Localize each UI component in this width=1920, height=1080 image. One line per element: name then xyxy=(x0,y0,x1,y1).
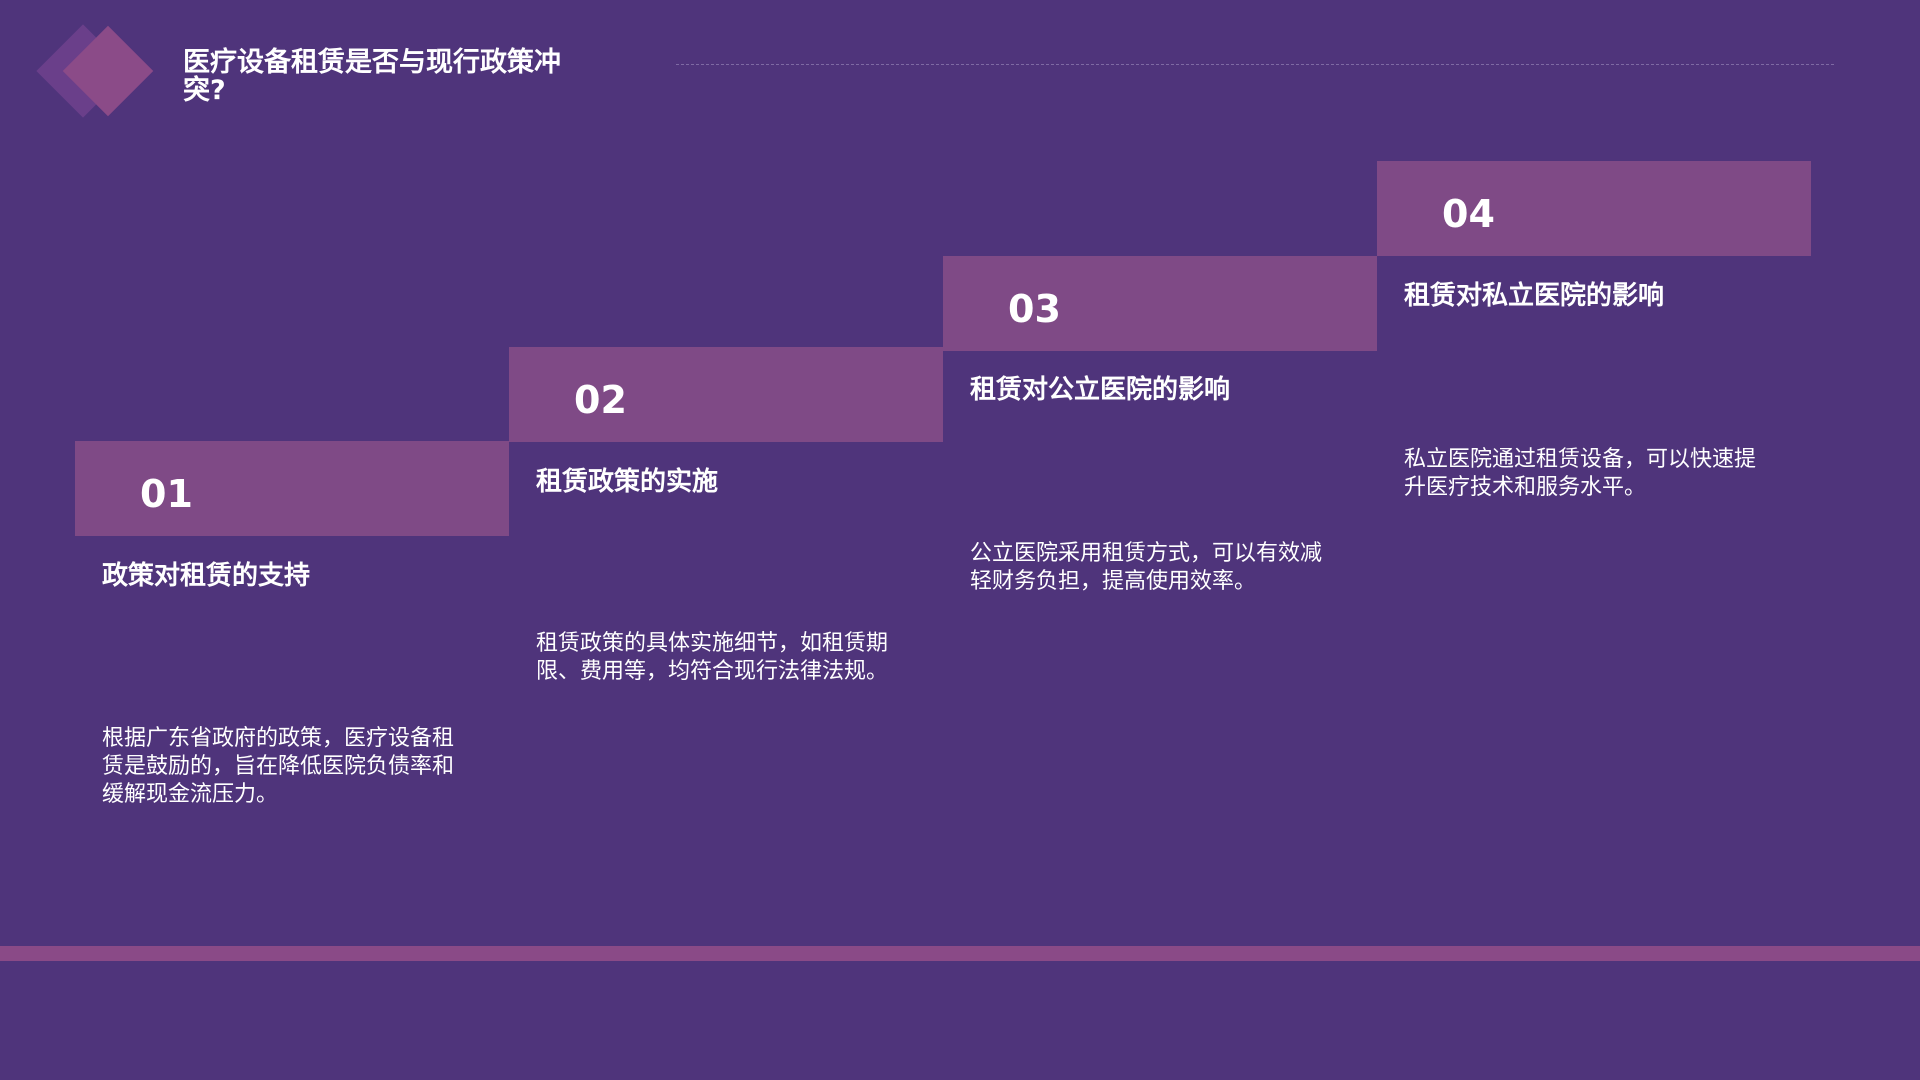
step-01-number: 01 xyxy=(140,472,193,516)
step-04-bar: 04 xyxy=(1377,161,1811,256)
step-02-description: 租赁政策的具体实施细节，如租赁期限、费用等，均符合现行法律法规。 xyxy=(536,631,889,684)
step-02-bar: 02 xyxy=(509,347,943,442)
step-04-heading: 租赁对私立医院的影响 xyxy=(1404,281,1665,311)
step-03-bar: 03 xyxy=(943,256,1377,351)
step-01-heading: 政策对租赁的支持 xyxy=(102,561,311,591)
title-divider xyxy=(676,64,1834,65)
footer-band xyxy=(0,946,1920,961)
step-04-description: 私立医院通过租赁设备，可以快速提升医疗技术和服务水平。 xyxy=(1404,447,1757,500)
step-01-bar: 01 xyxy=(75,441,509,536)
step-03-description: 公立医院采用租赁方式，可以有效减轻财务负担，提高使用效率。 xyxy=(970,541,1323,594)
step-03-number: 03 xyxy=(1008,287,1061,331)
step-03-heading: 租赁对公立医院的影响 xyxy=(970,375,1231,405)
step-04-number: 04 xyxy=(1442,192,1495,236)
slide-title: 医疗设备租赁是否与现行政策冲突? xyxy=(183,47,561,106)
diamond-logo-icon xyxy=(30,20,170,130)
step-01-description: 根据广东省政府的政策，医疗设备租赁是鼓励的，旨在降低医院负债率和缓解现金流压力。 xyxy=(102,726,455,807)
step-02-number: 02 xyxy=(574,378,627,422)
step-02-heading: 租赁政策的实施 xyxy=(536,467,719,497)
